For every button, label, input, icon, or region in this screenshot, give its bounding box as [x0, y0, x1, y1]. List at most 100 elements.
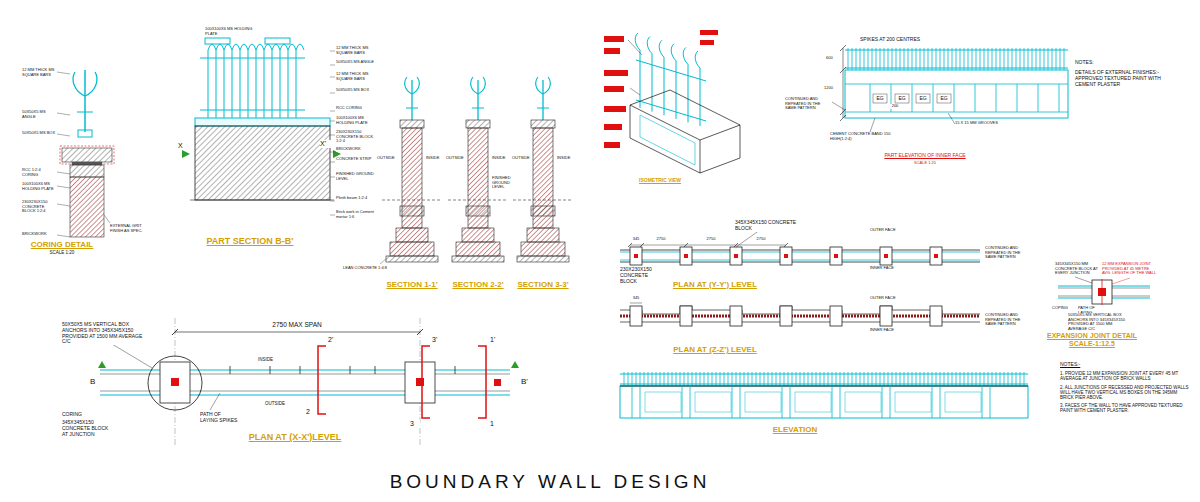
wall-sections-part: [405, 77, 412, 94]
plan-y-part: [620, 250, 980, 251]
part-elevation-part: [896, 48, 897, 70]
plan-y-part: [884, 254, 888, 258]
isometric-view-part: [700, 68, 701, 126]
elevation-part: [790, 386, 791, 418]
part-elevation-part: [1052, 48, 1053, 70]
annotation: INSIDE: [557, 156, 575, 161]
annotation: CONTINUED AND REPEATED IN THE SAME PATTE…: [985, 313, 1023, 327]
annotation: 2: [306, 408, 316, 416]
plan-x-part: [160, 362, 190, 403]
part-elevation-part: [933, 84, 934, 112]
isometric-view: [604, 30, 740, 173]
part-section-part: [288, 50, 289, 118]
part-section-part: [264, 50, 265, 118]
part-elevation-part: [916, 94, 930, 103]
part-section-part: [330, 65, 335, 66]
elevation-part: [620, 384, 1028, 385]
annotation: 15 X 15 MM GROOVES: [955, 121, 1005, 126]
wall-sections-part: [456, 242, 500, 256]
part-elevation-part: [1060, 48, 1061, 70]
part-elevation-part: [864, 48, 865, 70]
annotation: 345: [631, 237, 641, 242]
coring-detail-part: [104, 215, 110, 223]
plan-z-part: [620, 322, 980, 323]
part-elevation-part: [840, 109, 846, 115]
part-elevation-part: [936, 48, 937, 70]
coring-detail-part: [57, 204, 70, 206]
plan-y-part: [734, 243, 738, 247]
plan-x-part: [422, 346, 430, 418]
plan-x-part: [405, 362, 435, 403]
part-elevation-part: [988, 48, 989, 70]
annotation: 200: [888, 104, 902, 109]
annotation: CONCRETE STRIP: [336, 157, 380, 162]
part-section-part: [195, 118, 330, 126]
elevation-part: [895, 392, 931, 412]
annotation: RCC CORING: [336, 106, 380, 111]
annotation: 2750: [754, 237, 768, 242]
annotation: 2750: [704, 237, 718, 242]
elevation-part: [845, 392, 881, 412]
annotation: 2. ALL JUNCTIONS OF RECESSED AND PROJECT…: [1060, 385, 1190, 401]
part-section-part: [280, 50, 281, 118]
part-elevation-part: [895, 94, 909, 103]
annotation: 230X230X150 CONCRETE BLOCK 1:2:4: [336, 130, 380, 144]
plan-y-part: [634, 254, 638, 258]
annotation: X: [178, 142, 188, 150]
plan-y-part: [784, 254, 788, 258]
annotation: COPING: [1052, 306, 1074, 311]
annotation: 1. PROVIDE 12 MM EXPANSION JOINT AT EVER…: [1060, 371, 1190, 381]
part-elevation-part: [888, 48, 889, 70]
wall-sections-part: [537, 108, 549, 109]
wall-sections-part: [478, 77, 485, 94]
annotation: PART ELEVATION OF INNER FACE: [870, 153, 980, 159]
part-elevation-part: [1032, 48, 1033, 70]
part-elevation-part: [880, 48, 881, 70]
annotation: 50X50X5 MS ANGLE: [22, 110, 56, 119]
part-elevation-part: [860, 48, 861, 70]
wall-sections-part: [386, 256, 438, 262]
part-elevation-part: [1024, 48, 1025, 70]
annotation: OUTER FACE: [870, 296, 900, 301]
part-elevation-part: [832, 102, 845, 110]
coring-detail-part: [72, 162, 102, 165]
isometric-view-part: [636, 100, 706, 121]
part-section-part: [296, 50, 297, 118]
annotation: B': [521, 377, 533, 386]
part-section-part: [330, 162, 335, 163]
part-elevation-part: [908, 48, 909, 70]
part-elevation-part: [868, 48, 869, 70]
plan-y-part: [934, 254, 938, 258]
coring-detail-part: [57, 72, 70, 74]
annotation: CORING: [62, 412, 92, 418]
wall-sections-part: [521, 242, 565, 256]
part-elevation-part: [948, 113, 955, 124]
part-section-part: [330, 121, 335, 122]
plan-x-part: [375, 366, 376, 374]
plan-x-part: [172, 329, 178, 335]
part-section-part: [265, 38, 290, 44]
isometric-view-part: [630, 90, 740, 140]
plan-y-part: [684, 254, 688, 258]
part-section-part: [224, 44, 232, 50]
part-elevation-part: [920, 48, 921, 70]
part-section-part: [288, 44, 296, 50]
wall-sections-part: [543, 77, 550, 94]
plan-y-part: [630, 245, 786, 246]
plan-x-part: [494, 379, 501, 386]
part-section-part: [330, 111, 335, 112]
annotation: 50X50X5 MS VERTICAL BOX ANCHORS INTO 345…: [1068, 313, 1130, 331]
annotation: INSIDE: [426, 156, 444, 161]
plan-z-part: [630, 303, 642, 304]
elevation-part: [982, 386, 983, 418]
part-section-part: [195, 126, 330, 200]
annotation: 100X100X6 MS HOLDING PLATE: [205, 27, 255, 36]
annotation: OUTER FACE: [870, 228, 900, 233]
plan-y-part: [830, 247, 842, 265]
annotation: DETAILS OF EXTERNAL FINISHES:- APPROVED …: [1075, 70, 1165, 87]
view-title: PLAN AT (Z-Z') LEVEL: [660, 345, 770, 354]
part-elevation-part: [992, 48, 993, 70]
annotation: SCALE 1:20: [905, 161, 945, 166]
elevation-part: [682, 386, 683, 418]
part-elevation-part: [1064, 48, 1065, 70]
